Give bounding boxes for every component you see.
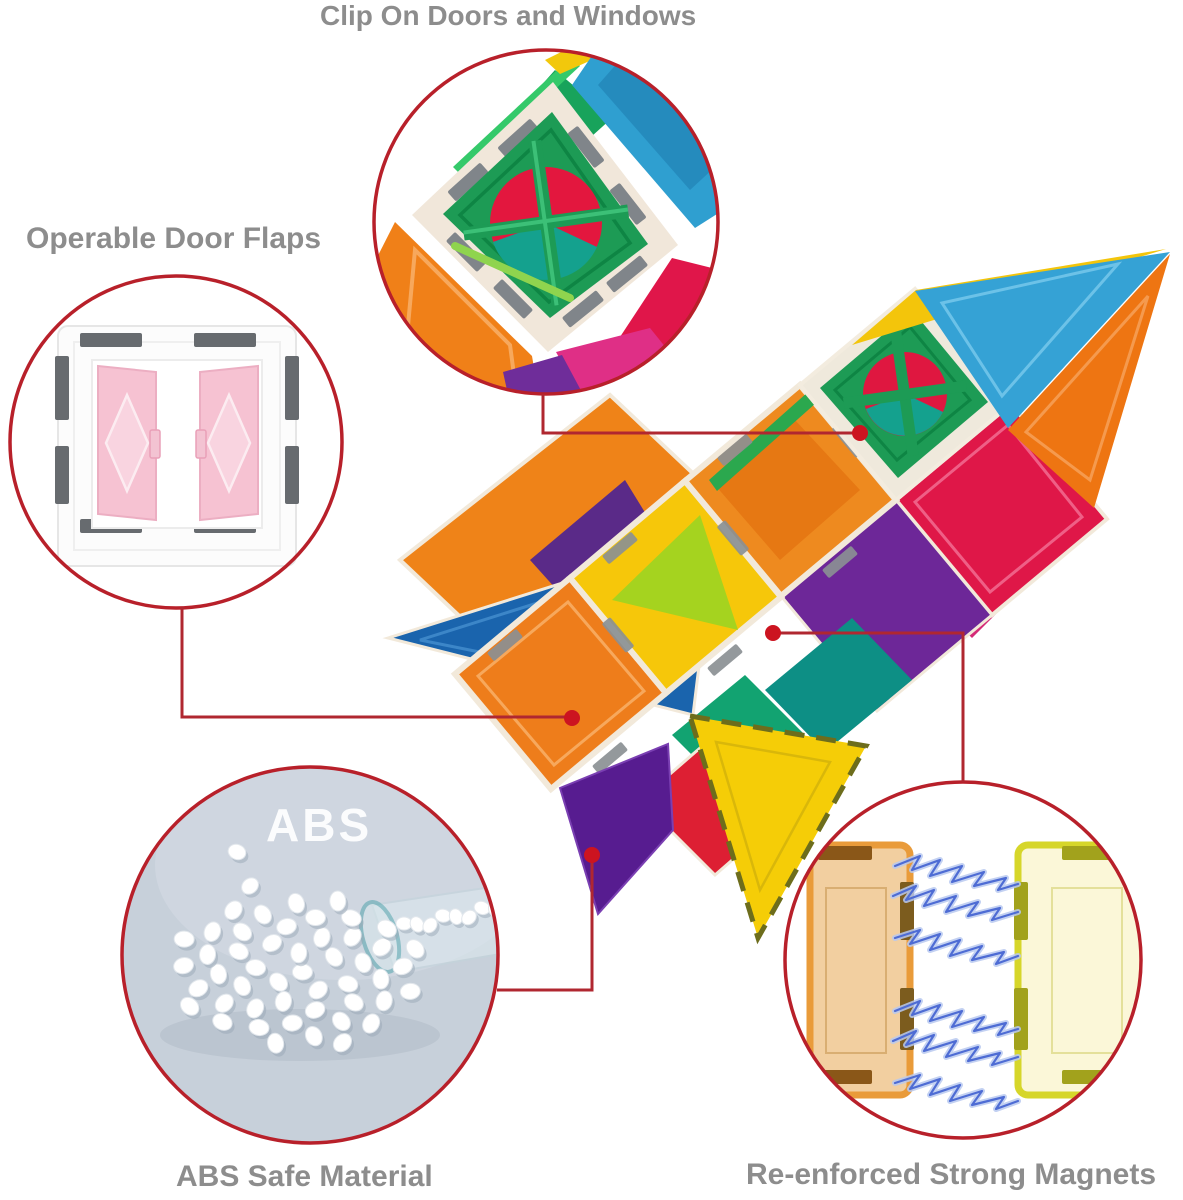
leader-doors-windows xyxy=(541,394,857,435)
callout-label-doors-windows: Clip On Doors and Windows xyxy=(320,0,697,31)
magnetic-tile-rocket xyxy=(382,249,1170,945)
callout-circle-door-flaps-border xyxy=(8,274,344,610)
tile-nose-orange-inner xyxy=(1023,294,1150,483)
magnet-tile-right xyxy=(1014,841,1141,1099)
tile-purple-fin xyxy=(558,742,675,916)
door-hinge-left xyxy=(149,429,161,459)
door-tile-frame-inner xyxy=(73,341,281,551)
callout-circle-doors-windows xyxy=(374,50,718,394)
door-flap-left xyxy=(97,364,161,522)
leader-magnets xyxy=(776,631,965,782)
tile-purple-wedge xyxy=(530,480,665,610)
tile-flame-yellow xyxy=(686,712,870,945)
leader-lines xyxy=(180,394,965,992)
zoom-window-tile xyxy=(412,82,678,352)
callout-circle-abs xyxy=(122,767,498,1143)
leader-door-flaps xyxy=(180,607,569,719)
dot-door xyxy=(564,710,580,726)
zoom-frame-magnet-slots xyxy=(446,119,648,328)
tile-crimson-inner xyxy=(912,422,1085,595)
callout-circle-magnets xyxy=(785,782,1141,1138)
zoom-tile-orange xyxy=(374,222,548,394)
callout-label-door-flaps: Operable Door Flaps xyxy=(26,222,322,255)
door-flap-right xyxy=(195,364,259,522)
callout-label-magnets: Re-enforced Strong Magnets xyxy=(746,1158,1157,1191)
leader-dots xyxy=(564,425,868,863)
dot-magnet xyxy=(765,625,781,641)
dot-window xyxy=(852,425,868,441)
tile-teal xyxy=(765,618,912,752)
magnet-tile-left xyxy=(806,841,914,1099)
zoom-window-cross-bars xyxy=(462,139,630,307)
window-cross-bars xyxy=(842,331,968,457)
tile-body-yellow-lime-triangle xyxy=(612,515,738,630)
callout-circle-abs-border xyxy=(120,765,500,1145)
leader-abs xyxy=(497,858,594,992)
tile-flame-yellow-inner xyxy=(714,740,832,894)
callout-label-abs: ABS Safe Material xyxy=(176,1160,433,1193)
callout-circle-doors-windows-border xyxy=(372,48,720,396)
zoom-window-open-pane-bar xyxy=(451,242,574,302)
tile-body-orange-2-inner xyxy=(715,420,860,560)
door-hinge-right xyxy=(195,429,207,459)
tile-body-orange-1-inner xyxy=(475,599,647,768)
callout-circle-door-flaps xyxy=(10,276,342,608)
zoom-tile-purple xyxy=(503,355,600,394)
abs-badge-text: ABS xyxy=(266,799,373,851)
tile-nose-blue-inner xyxy=(939,261,1123,399)
abs-pile-shadow xyxy=(160,1009,440,1061)
lightning-arcs xyxy=(890,853,1021,1112)
abs-pellets xyxy=(173,843,498,1057)
zoom-yellow-strip xyxy=(545,50,660,74)
dot-abs xyxy=(584,847,600,863)
